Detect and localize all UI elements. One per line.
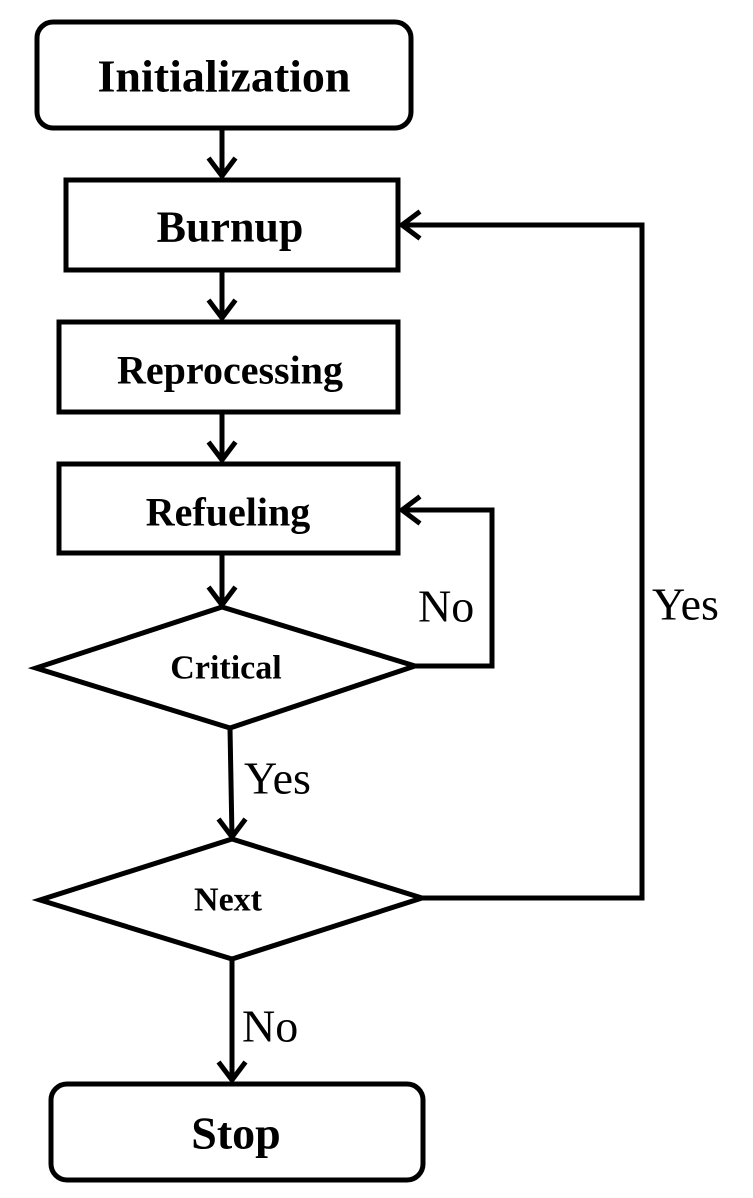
edge-critical-yes-to-next [227, 727, 235, 838]
arrowhead-refueling-top [206, 440, 238, 465]
refueling-label: Refueling [146, 490, 310, 535]
arrowhead-stop-top [216, 1060, 248, 1085]
arrowhead-refueling-right [397, 494, 422, 526]
node-refueling: Refueling [56, 461, 401, 556]
node-next: Next [31, 836, 431, 962]
critical-decision-shape [27, 604, 424, 731]
initialization-terminal-shape [34, 19, 414, 131]
node-initialization: Initialization [34, 19, 414, 131]
edge-next-yes-loop [402, 222, 645, 901]
stop-terminal-shape [48, 1081, 426, 1183]
label-next-yes: Yes [652, 579, 719, 630]
reprocessing-process-shape [56, 319, 401, 415]
stop-label: Stop [191, 1108, 280, 1159]
label-critical-yes: Yes [244, 753, 311, 804]
reprocessing-label: Reprocessing [117, 348, 343, 393]
edges [206, 128, 645, 1085]
node-critical: Critical [27, 604, 424, 731]
node-burnup: Burnup [63, 177, 401, 273]
label-next-no: No [242, 1001, 298, 1052]
arrowhead-burnup-top [206, 156, 238, 181]
label-critical-no: No [418, 581, 474, 632]
burnup-label: Burnup [157, 203, 304, 252]
next-label: Next [194, 882, 263, 919]
node-stop: Stop [48, 1081, 426, 1183]
burnup-process-shape [63, 177, 401, 273]
refueling-process-shape [56, 461, 401, 556]
arrowhead-reprocessing-top [206, 298, 238, 323]
arrowhead-burnup-right [397, 209, 422, 241]
node-reprocessing: Reprocessing [56, 319, 401, 415]
critical-label: Critical [170, 650, 281, 687]
initialization-label: Initialization [97, 51, 350, 102]
next-decision-shape [31, 836, 431, 962]
edge-critical-no-loop [402, 507, 495, 669]
